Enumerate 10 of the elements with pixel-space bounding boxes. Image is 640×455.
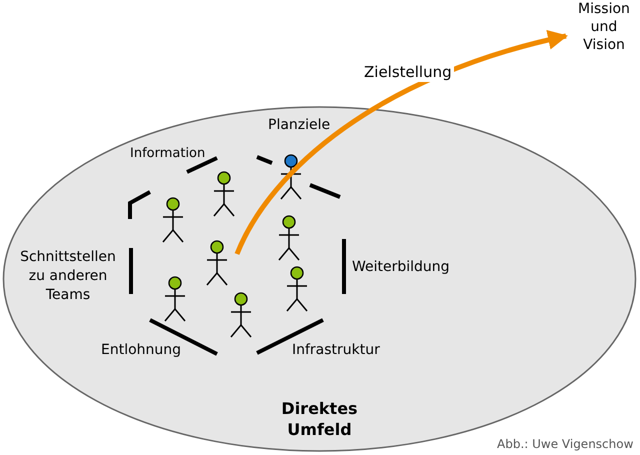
area-label: Infrastruktur (292, 341, 380, 360)
curved-arrow (234, 30, 568, 256)
ellipse-title: Direktes Umfeld (280, 398, 359, 440)
area-label: Schnittstellen zu anderen Teams (19, 248, 117, 305)
area-label: Entlohnung (101, 341, 182, 360)
area-label: Information (130, 145, 206, 163)
area-label: Weiterbildung (352, 258, 450, 277)
area-label: Planziele (268, 116, 330, 135)
goal-text: Mission und Vision (568, 0, 640, 54)
credit-text: Abb.: Uwe Vigenschow (497, 436, 634, 453)
